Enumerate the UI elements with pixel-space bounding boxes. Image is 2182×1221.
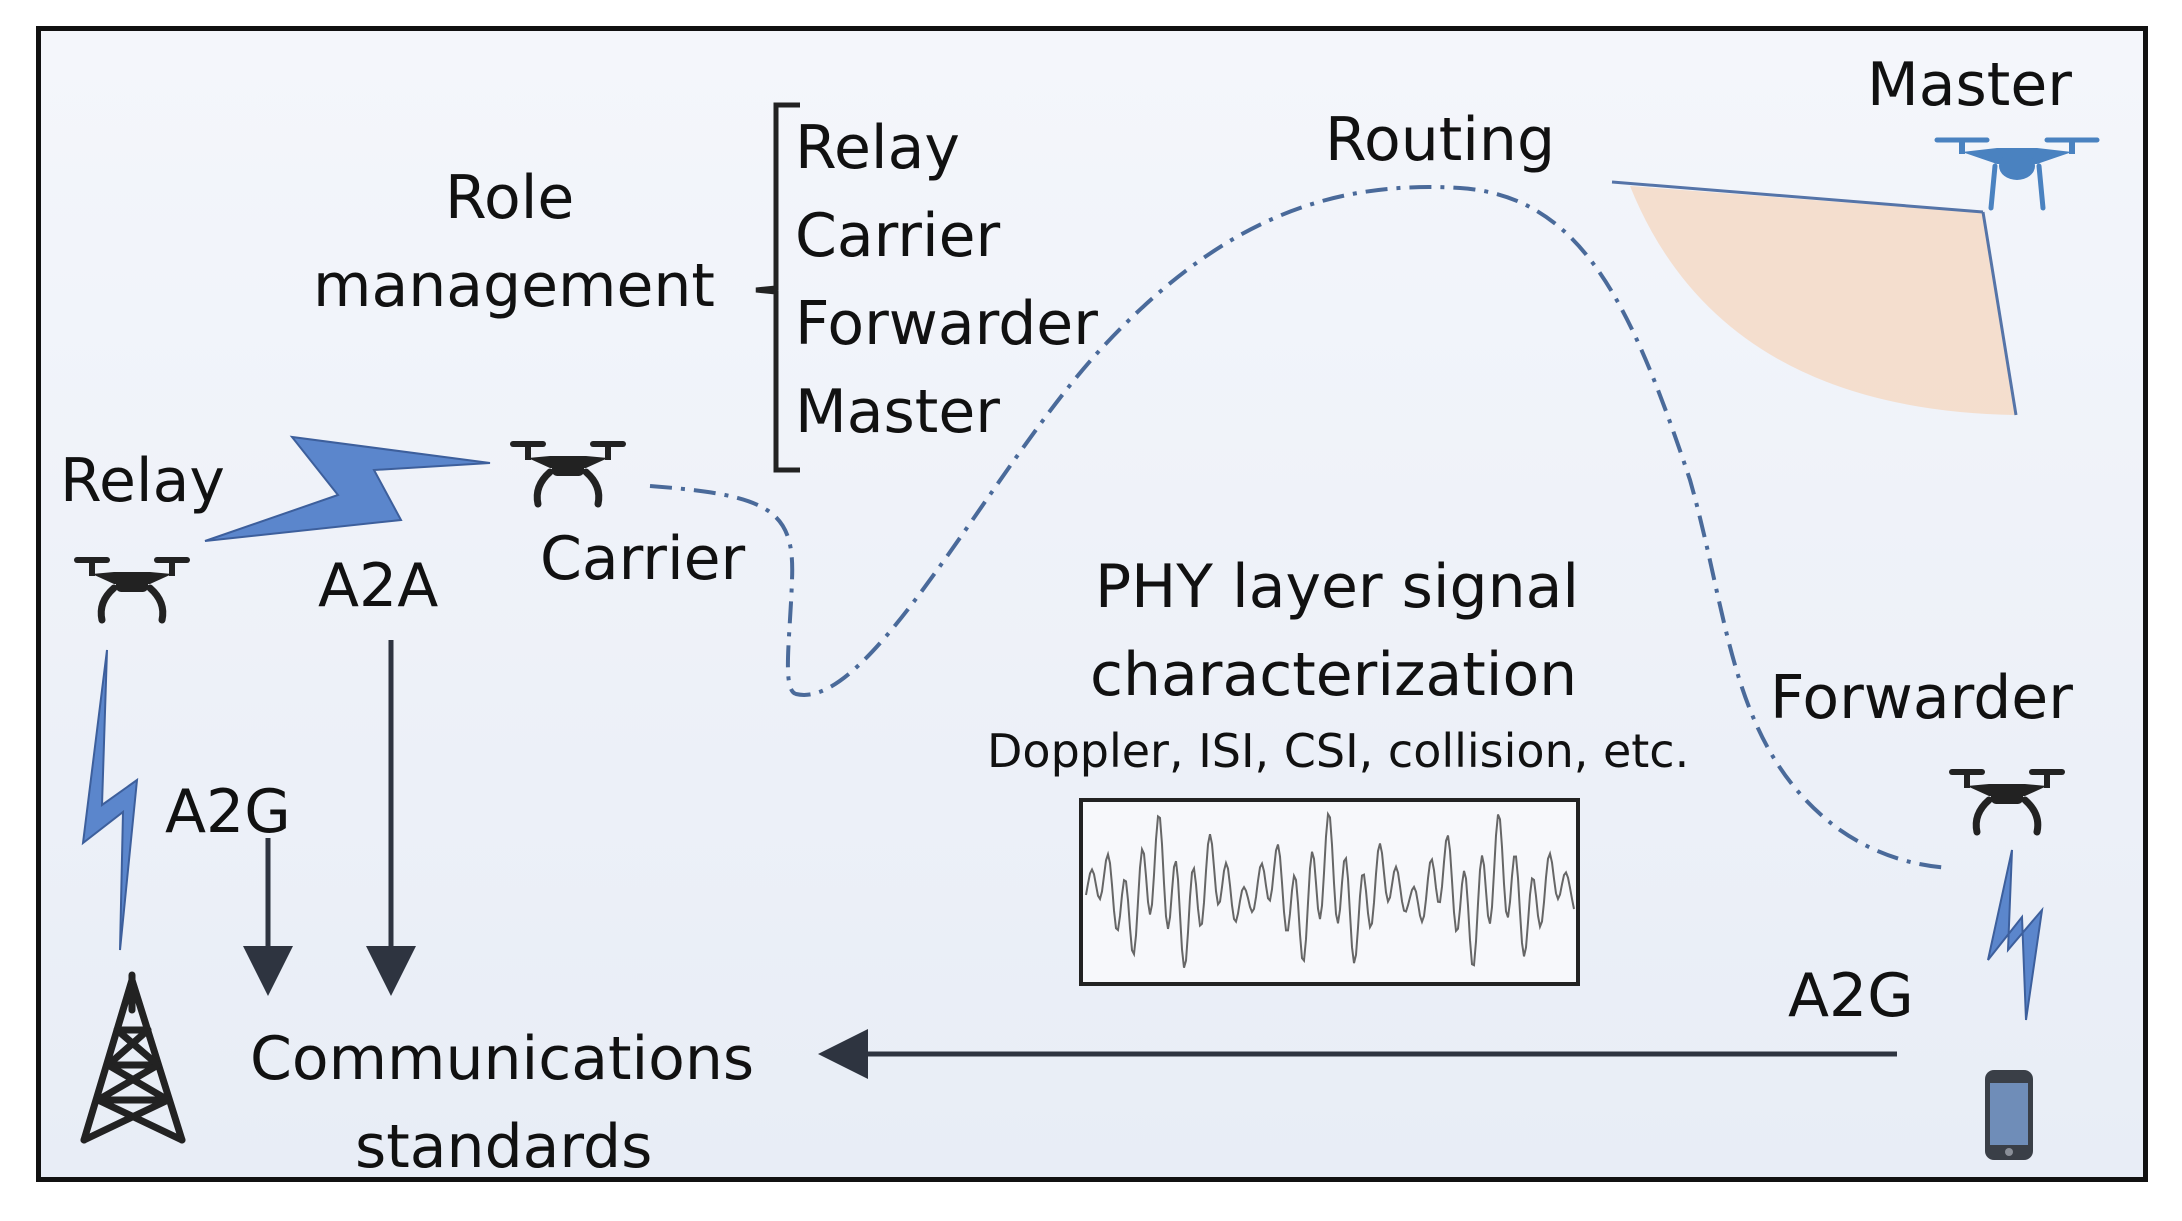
relay-label: Relay xyxy=(60,446,225,516)
signal-waveform xyxy=(1085,810,1575,968)
cell-tower-icon xyxy=(80,971,186,1144)
role-item-master: Master xyxy=(795,377,1000,447)
role-item-forwarder: Forwarder xyxy=(795,289,1098,359)
role-management-label-2: management xyxy=(313,251,715,321)
master-label: Master xyxy=(1867,50,2072,120)
phy-label-1: PHY layer signal xyxy=(1095,552,1580,622)
a2g-right-lightning-icon xyxy=(1987,849,2044,1021)
beam-edge-right xyxy=(1981,211,2018,416)
carrier-label: Carrier xyxy=(540,524,746,594)
phy-label-2: characterization xyxy=(1090,640,1578,710)
routing-label: Routing xyxy=(1325,105,1556,175)
routing-path xyxy=(649,185,1951,870)
a2g-right-label: A2G xyxy=(1788,961,1914,1031)
smartphone-icon xyxy=(1985,1070,2033,1160)
a2g-left-label: A2G xyxy=(165,777,291,847)
role-management-label-1: Role xyxy=(445,163,575,233)
role-item-carrier: Carrier xyxy=(795,201,1001,271)
a2a-label: A2A xyxy=(318,551,439,621)
phy-sublabel: Doppler, ISI, CSI, collision, etc. xyxy=(987,724,1690,778)
master-coverage-beam xyxy=(1630,186,2016,415)
carrier-drone-icon xyxy=(513,444,623,504)
forwarder-drone-icon xyxy=(1952,772,2062,832)
beam-edge-top xyxy=(1611,180,1984,214)
signal-box xyxy=(1079,798,1580,986)
role-bracket xyxy=(755,102,800,473)
a2g-left-lightning-icon xyxy=(81,649,139,951)
relay-drone-icon xyxy=(77,560,187,620)
forwarder-label: Forwarder xyxy=(1770,663,2073,733)
a2a-lightning-icon xyxy=(204,435,491,542)
communications-label-1: Communications xyxy=(250,1024,755,1094)
communications-label-2: standards xyxy=(355,1112,653,1182)
role-item-relay: Relay xyxy=(795,113,960,183)
master-drone-icon xyxy=(1934,137,2100,211)
